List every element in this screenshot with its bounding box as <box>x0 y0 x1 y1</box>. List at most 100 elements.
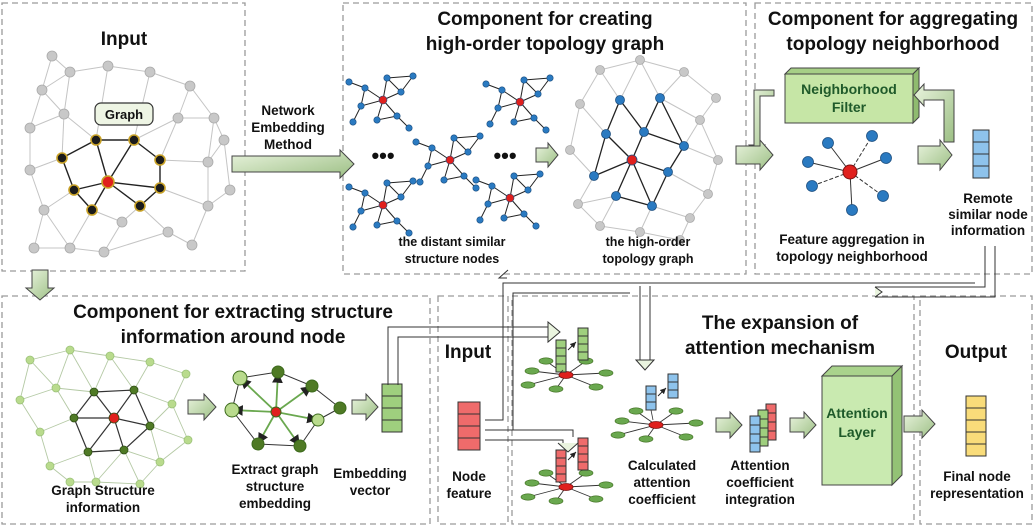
star-leaf <box>877 190 889 202</box>
graph-node <box>393 217 401 225</box>
graph-node <box>703 189 713 199</box>
attn-leaf <box>524 367 540 375</box>
graph-node <box>86 204 98 216</box>
graph-edge <box>139 205 169 233</box>
graph-node <box>28 242 40 254</box>
star-leaf <box>822 137 834 149</box>
vector-cell <box>965 443 987 457</box>
graph-edge <box>133 117 179 141</box>
vector-cell <box>577 461 589 471</box>
vector-cell <box>555 473 567 483</box>
graph-node <box>102 60 114 72</box>
calc-caption-1: Calculated <box>628 458 696 473</box>
graph-edge <box>171 373 187 405</box>
graph-edge <box>651 205 691 219</box>
graph-node <box>611 191 621 201</box>
graph-edge <box>593 133 607 177</box>
graph-edge <box>683 145 719 161</box>
graph-node <box>494 104 502 112</box>
graph-edge <box>103 221 123 253</box>
graph-edge <box>223 139 231 191</box>
graph-node <box>510 118 518 126</box>
graph-edge <box>73 417 89 453</box>
high-order-topology-graph <box>565 55 723 245</box>
vector-caption-2: vector <box>350 483 391 498</box>
extract-edge <box>275 411 319 424</box>
graph-node <box>476 216 484 224</box>
graph-node <box>144 66 156 78</box>
graph-edge <box>643 131 685 147</box>
input-down-arrow <box>24 269 56 301</box>
graph-edge <box>69 247 105 253</box>
agg-to-attn-head <box>634 359 656 371</box>
struct-caption-2: information <box>66 500 140 515</box>
graph-edge <box>69 209 93 249</box>
vector-cell <box>667 373 679 383</box>
graph-edge <box>29 113 65 129</box>
graph-node <box>64 66 76 78</box>
attn-pair-arrow <box>567 451 577 461</box>
graph-edge <box>659 97 701 121</box>
graph-edge <box>109 355 135 391</box>
graph-edge <box>29 89 43 129</box>
graph-edge <box>133 389 151 427</box>
graph-node <box>345 78 353 86</box>
graph-edge <box>55 387 75 419</box>
extract-to-vector-arrow <box>351 392 379 422</box>
graph-node <box>445 155 455 165</box>
graph-edge <box>39 417 75 433</box>
extract-edge <box>272 371 283 413</box>
graph-node <box>397 88 405 96</box>
vector-cell <box>457 401 481 415</box>
output-caption-1: Final node <box>943 469 1011 484</box>
graph-edge <box>133 389 173 405</box>
agg-caption-2: topology neighborhood <box>776 249 927 264</box>
node-feature-vector <box>457 401 481 451</box>
graph-edge <box>19 359 31 401</box>
graph-edge <box>615 195 653 207</box>
graph-node <box>524 186 532 194</box>
graph-node <box>218 134 230 146</box>
graph-edge <box>61 139 97 159</box>
graph-edge <box>63 71 71 115</box>
embedding-vector <box>381 383 403 433</box>
graph-edge <box>93 389 135 393</box>
attn-center <box>558 371 574 379</box>
graph-edge <box>599 225 641 233</box>
graph-edge <box>579 69 601 105</box>
attn-leaf <box>578 469 594 477</box>
graph-edge <box>107 181 161 189</box>
attn-leaf <box>668 407 684 415</box>
graph-node <box>412 138 420 146</box>
vector-caption-1: Embedding <box>333 466 407 481</box>
graph-edge <box>631 159 653 207</box>
struct-caption-1: Graph Structure <box>51 483 155 498</box>
graph-node <box>58 108 70 120</box>
attn-pair-arrow <box>567 341 577 351</box>
vector-cell <box>577 437 589 447</box>
graph-node <box>695 115 705 125</box>
graph-node <box>424 162 432 170</box>
graph-node <box>472 176 480 184</box>
graph-node <box>357 207 365 215</box>
graph-node <box>69 413 79 423</box>
graph-node <box>349 223 357 231</box>
graph-node <box>655 93 665 103</box>
method-line-1: Network <box>261 103 315 118</box>
graph-edge <box>579 103 607 135</box>
graph-edge <box>605 99 621 135</box>
node-lower-head <box>557 442 579 453</box>
graph-edge <box>631 159 669 173</box>
node-feature-1: Node <box>452 469 486 484</box>
graph-node <box>405 229 413 237</box>
input-bottom-title: Input <box>445 342 492 363</box>
graph-edge <box>19 399 41 433</box>
graph-node <box>460 172 468 180</box>
star-leaf <box>806 180 818 192</box>
extract-edge <box>257 443 301 447</box>
vector-cell <box>577 343 589 353</box>
graph-edge <box>123 425 151 451</box>
graph-node <box>105 351 115 361</box>
graph-node <box>498 86 506 94</box>
